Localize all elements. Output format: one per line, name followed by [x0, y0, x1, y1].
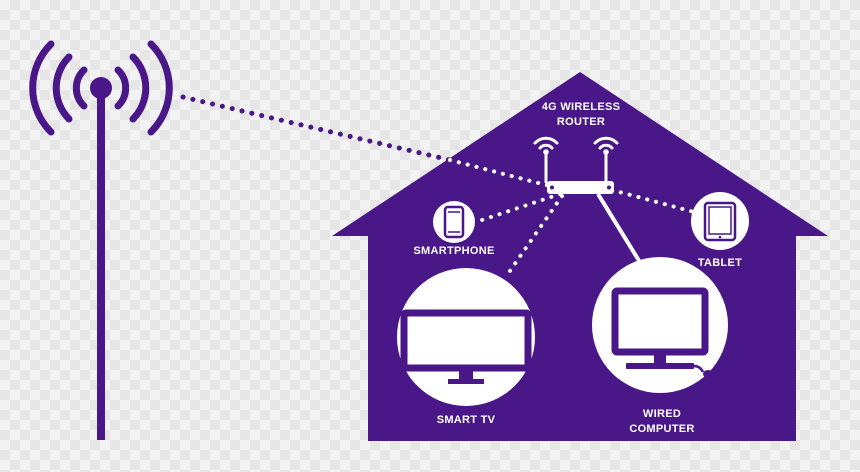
- router-led: [607, 185, 611, 190]
- router-label-line1: 4G WIRELESS: [542, 101, 620, 113]
- router-led: [550, 185, 554, 190]
- router-antenna-right: [593, 136, 619, 184]
- signal-wave-right-2: [129, 53, 150, 123]
- tablet-label: TABLET: [698, 257, 742, 269]
- router-body: [547, 181, 614, 194]
- signal-wave-right-1: [114, 66, 130, 110]
- tablet-icon: [691, 192, 749, 250]
- tower-head: [90, 77, 112, 99]
- computer-icon: [592, 257, 728, 393]
- router-computer-cable: [596, 192, 643, 266]
- signal-wave-left-3: [29, 40, 55, 136]
- tv-icon: [397, 268, 535, 406]
- smartphone-icon: [433, 201, 475, 243]
- wired-computer-label-line1: WIRED: [643, 408, 681, 420]
- signal-wave-left-1: [72, 66, 88, 110]
- router-smartphone-link: [474, 192, 562, 224]
- router-icon: [533, 136, 619, 194]
- cell-tower-icon: [29, 40, 173, 440]
- wired-computer-label-line2: COMPUTER: [629, 423, 694, 435]
- tower-router-link-inside: [448, 158, 552, 188]
- router-label-line2: ROUTER: [557, 116, 605, 128]
- smart-tv-label: SMART TV: [437, 414, 496, 426]
- smartphone-label: SMARTPHONE: [413, 245, 494, 257]
- router-tv-link: [503, 194, 564, 280]
- tower-router-link-outside: [180, 94, 453, 163]
- signal-wave-right-3: [147, 40, 173, 136]
- signal-wave-left-2: [52, 53, 73, 123]
- router-antenna-left: [533, 136, 559, 184]
